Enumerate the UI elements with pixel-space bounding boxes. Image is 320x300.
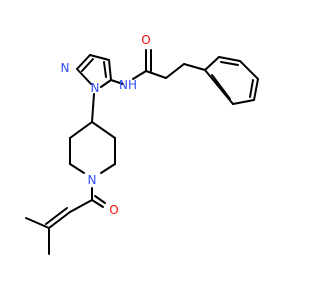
bond — [211, 74, 231, 100]
bonds — [25, 49, 259, 255]
bond — [108, 59, 112, 81]
atom-nh-amide: NH — [119, 78, 137, 92]
bond — [110, 79, 124, 85]
bond — [204, 56, 220, 71]
bond — [25, 217, 50, 229]
molecule-canvas: O NH N N N O — [25, 33, 259, 255]
bond — [100, 163, 116, 174]
bond — [218, 56, 241, 62]
atom-o-amide: O — [141, 33, 150, 47]
bond — [132, 70, 147, 80]
bond — [165, 63, 185, 79]
bond — [249, 79, 254, 98]
bond — [89, 54, 110, 61]
bond — [253, 78, 259, 101]
bond — [103, 61, 107, 78]
bond — [45, 207, 68, 225]
atom-n-pyrazole-1: N — [91, 81, 100, 95]
bond — [94, 195, 106, 204]
atom-n-pyrazole-2: N — [61, 61, 70, 75]
bond — [48, 211, 71, 229]
bond — [76, 68, 92, 85]
bond — [91, 121, 116, 139]
bond — [69, 199, 93, 213]
bond — [76, 54, 91, 70]
bond — [69, 163, 85, 174]
bond — [183, 63, 206, 71]
bond — [232, 99, 255, 105]
molecule-structure: O NH N N N O — [25, 33, 259, 255]
bond — [81, 58, 94, 72]
bond — [91, 199, 104, 208]
atom-o-acyl: O — [109, 203, 118, 217]
bond — [220, 61, 239, 66]
atom-labels: O NH N N N O — [61, 33, 151, 217]
atom-n-piperidine: N — [88, 173, 97, 187]
bond — [239, 60, 259, 80]
bond — [100, 79, 112, 88]
bond — [69, 121, 93, 139]
bond — [145, 70, 167, 79]
bond — [91, 93, 95, 123]
